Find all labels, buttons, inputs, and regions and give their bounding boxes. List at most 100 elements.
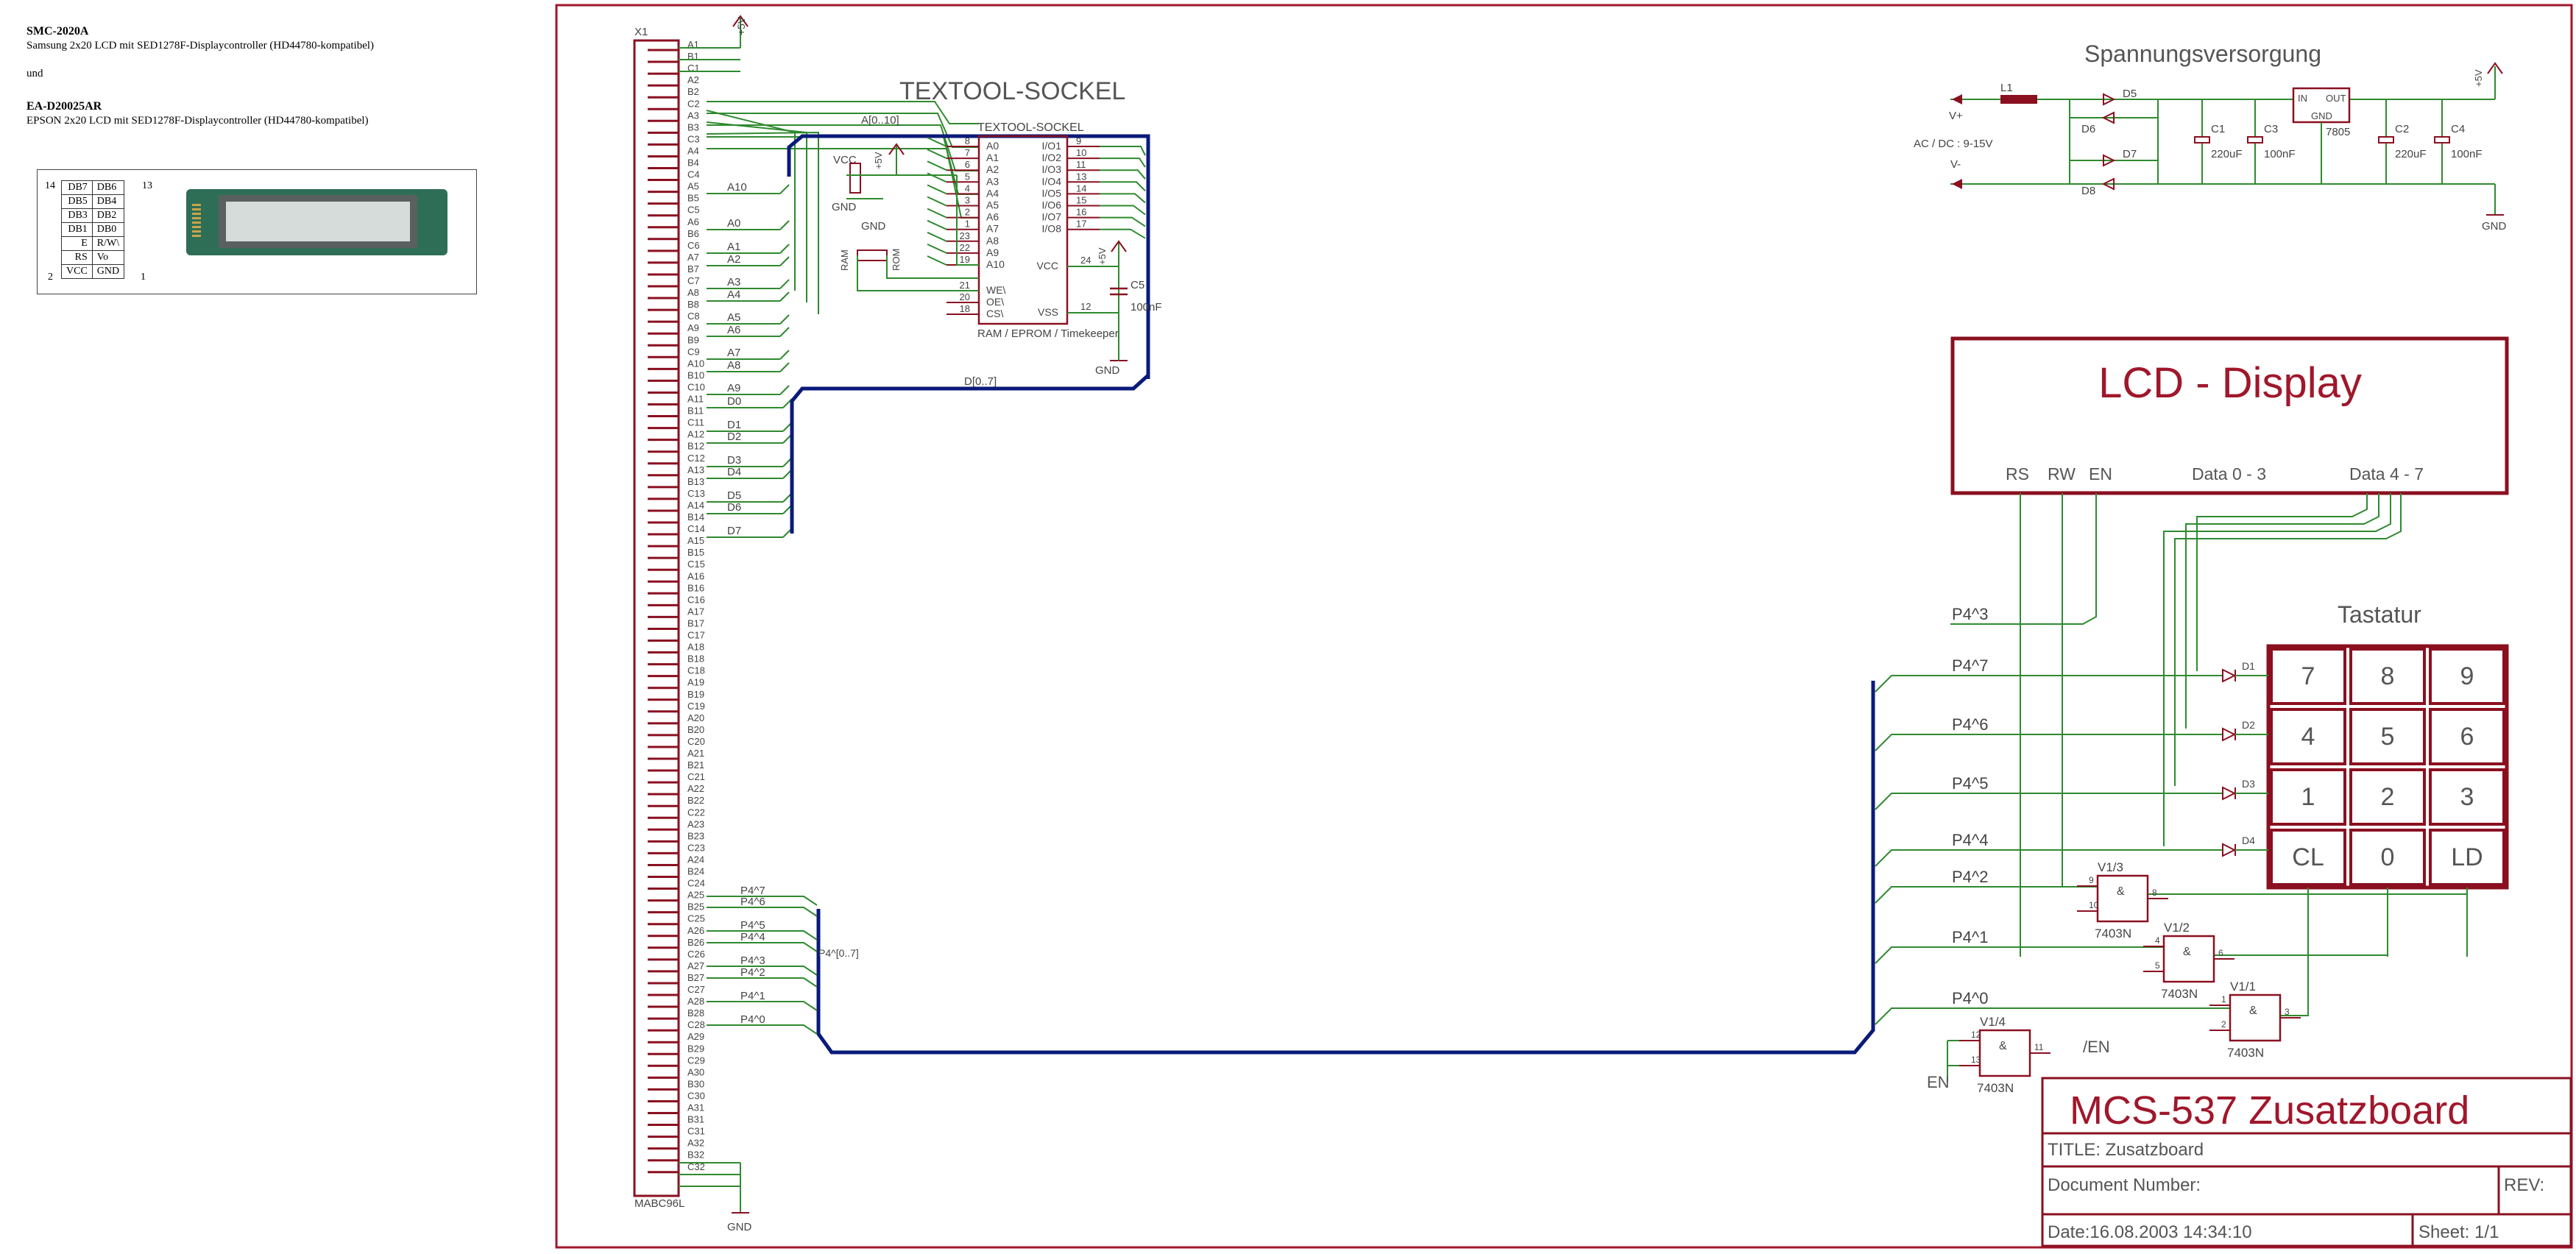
connector-pin-label: B15: [687, 547, 704, 558]
pinout-cell: DB1: [61, 222, 93, 237]
textool-pin-name: A5: [986, 199, 999, 211]
textool-jumper: [857, 249, 888, 261]
keypad-key-label: 5: [2381, 723, 2395, 751]
port-right-label: P4^1: [1952, 928, 1988, 946]
keypad-diode-icon: [2222, 786, 2237, 801]
bus-entry: [779, 184, 790, 194]
connector-pin-label: B11: [687, 405, 704, 417]
keypad-key-label: 6: [2460, 723, 2474, 751]
en-label: EN: [1927, 1073, 1950, 1091]
lcd-photo-glass: [226, 202, 410, 241]
textool-pin-number: 19: [960, 254, 970, 265]
connector-pin-label: A2: [687, 74, 699, 85]
connector-pin-label: C18: [687, 665, 705, 676]
textool-pin-number: 12: [1080, 301, 1091, 312]
title-block-frame: [2041, 1077, 2572, 1247]
inductor-l1: [2000, 95, 2037, 104]
pinout-cell: DB6: [91, 180, 125, 195]
pinout-cell: GND: [91, 264, 125, 279]
c5-value: 100nF: [1130, 301, 1162, 314]
textool-data-trace: [1100, 228, 1146, 239]
connector-pin-label: C3: [687, 133, 700, 144]
keypad-key: [2270, 648, 2346, 705]
gate-pin: 4: [2155, 935, 2160, 946]
port-right-entry: [1875, 1007, 1943, 1025]
connector-pin-label: A32: [687, 1138, 704, 1149]
textool-data-trace: [1100, 157, 1146, 168]
textool-gnd3-label: GND: [1095, 364, 1120, 377]
und-text: und: [26, 68, 43, 79]
textool-pin-number: 9: [1076, 135, 1081, 146]
gate-g13-body: [2096, 874, 2149, 923]
gate-pin: 13: [1971, 1055, 1981, 1065]
connector-pin-label: A23: [687, 818, 704, 829]
tb-sheet: Sheet: 1/1: [2418, 1222, 2499, 1242]
textool-data-trace: [1100, 169, 1146, 180]
bus-signal-label: D1: [727, 419, 741, 431]
connector-pin-label: A20: [687, 712, 704, 723]
gate-pin: 10: [2089, 900, 2099, 910]
bus-signal-label: D2: [727, 431, 741, 443]
pin-number-1: 1: [141, 272, 146, 283]
c3-name: C3: [2264, 123, 2278, 135]
c1-value: 220uF: [2211, 148, 2243, 160]
connector-pin-label: A18: [687, 642, 704, 653]
port-labels-right: P4^3P4^7P4^6P4^5P4^4P4^2P4^1P4^0: [1875, 605, 2230, 1025]
gate-symbol: &: [2183, 946, 2191, 958]
textool-bus-entry: [927, 255, 947, 266]
connector-pin-label: A21: [687, 748, 704, 759]
c1-symbol: [2194, 136, 2210, 144]
bus-entry: [779, 256, 790, 266]
connector-pin-label: B10: [687, 369, 704, 380]
connector-pin-label: C27: [687, 984, 705, 995]
connector-pin-label: A29: [687, 1031, 704, 1042]
bus-signal-label: A5: [727, 311, 740, 324]
connector-pin-label: B4: [687, 157, 699, 169]
connector-pin-label: B20: [687, 724, 704, 735]
data-bus-label: D[0..7]: [964, 375, 997, 388]
textool-gnd2-label: GND: [861, 220, 886, 233]
textool-oe-wire: [886, 255, 979, 279]
gate-pin: 1: [2221, 994, 2226, 1005]
c3-symbol: [2247, 136, 2263, 144]
gate-part: 7403N: [1977, 1081, 2014, 1095]
textool-pin-name: A9: [986, 247, 999, 258]
keypad-key-label: 8: [2381, 662, 2395, 690]
textool-pin-name: I/O2: [1042, 152, 1062, 163]
gate-pin: 3: [2285, 1007, 2290, 1017]
connector-pin-label: A26: [687, 925, 704, 936]
textool-bus-entry: [927, 184, 947, 195]
bus-entry: [779, 291, 790, 302]
port-right-entry: [1875, 734, 1943, 751]
bus-signal-label: A7: [727, 347, 740, 359]
textool-pin-number: 7: [965, 147, 970, 158]
c2-symbol: [2378, 136, 2394, 144]
model2-title: EA-D20025AR: [26, 100, 102, 113]
c4-symbol: [2434, 136, 2450, 144]
model1-desc: Samsung 2x20 LCD mit SED1278F-Displaycon…: [26, 40, 375, 52]
data7-wire: [2196, 493, 2368, 671]
connector-pin-label: C5: [687, 205, 700, 216]
connector-ref: X1: [634, 26, 648, 38]
lcd-pin-rs: RS: [2006, 464, 2029, 483]
textool-gnd-label: GND: [832, 201, 857, 213]
connector-pin-label: A28: [687, 996, 704, 1007]
keypad-key: [2270, 829, 2346, 886]
lcd-photo: [186, 189, 447, 255]
connector-pin-label: B12: [687, 441, 704, 452]
connector-pin-label: C2: [687, 98, 700, 109]
port-signal-label: P4^2: [740, 966, 765, 979]
keypad-key: [2349, 768, 2426, 826]
tb-title: TITLE: Zusatzboard: [2048, 1140, 2204, 1160]
textool-pin-name: I/O3: [1042, 163, 1062, 175]
tb-rev: REV:: [2504, 1175, 2544, 1195]
bus-entry: [779, 385, 790, 395]
d7-label: D7: [2123, 148, 2137, 160]
connector-pin-label: B32: [687, 1150, 704, 1161]
bus-signal-label: A9: [727, 382, 740, 394]
lcd-display-title: LCD - Display: [2098, 359, 2362, 407]
lcd-display-box: [1950, 336, 2509, 495]
